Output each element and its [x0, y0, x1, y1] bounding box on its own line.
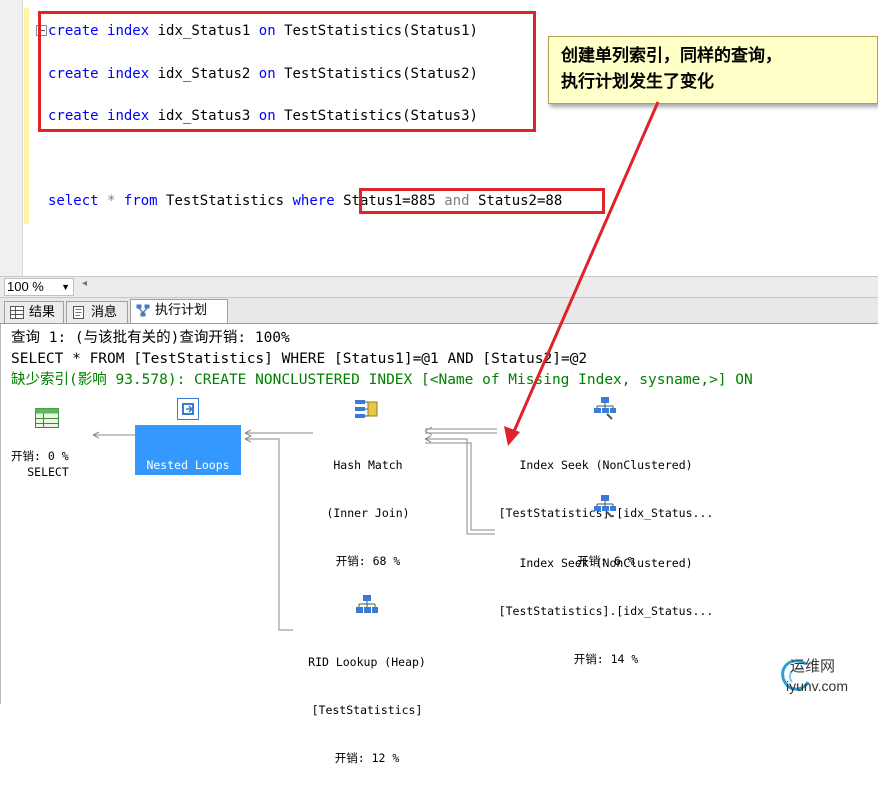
nested-loops-icon[interactable] — [177, 398, 199, 420]
node-subtitle: [TestStatistics].[idx_Status... — [498, 506, 714, 520]
where-clause-highlight — [359, 188, 605, 214]
create-index-highlight — [38, 11, 536, 132]
message-icon — [73, 306, 84, 319]
scroll-left-icon[interactable]: ◂ — [82, 278, 88, 289]
node-label: Index Seek (NonClustered) — [519, 458, 693, 472]
code-line-2: create index idx_Status2 on TestStatisti… — [48, 66, 478, 82]
node-cost: 开销: 14 % — [573, 652, 639, 666]
node-cost: 开销: 12 % — [334, 751, 400, 765]
node-cost: 开销: 0 % — [159, 554, 217, 568]
watermark-text: 运维网 — [790, 657, 836, 675]
watermark-url: iyunv.com — [786, 678, 848, 694]
node-cost: 开销: 68 % — [335, 554, 401, 568]
node-label: Hash Match — [333, 458, 403, 472]
node-label: SELECT — [27, 465, 69, 479]
grid-icon — [10, 306, 24, 319]
code-line-3: create index idx_Status3 on TestStatisti… — [48, 108, 478, 124]
annotation-arrow — [504, 101, 660, 446]
hash-match-icon[interactable] — [353, 398, 379, 420]
collapse-toggle-icon[interactable] — [36, 25, 47, 36]
index-seek-1-node[interactable]: Index Seek (NonClustered) [TestStatistic… — [481, 425, 731, 601]
rid-lookup-icon[interactable] — [355, 594, 379, 616]
zoom-bar: 100 % ▼ ◂ — [0, 276, 878, 298]
zoom-value: 100 % — [7, 279, 44, 294]
code-line-select: select * from TestStatistics where Statu… — [48, 193, 563, 209]
code-line-1: create index idx_Status1 on TestStatisti… — [48, 23, 478, 39]
node-subtitle: [TestStatistics].[idx_Status... — [498, 604, 714, 618]
node-subtitle: (Inner Join) — [326, 506, 410, 520]
callout-line-2: 执行计划发生了变化 — [561, 72, 714, 92]
index-seek-icon[interactable] — [593, 396, 617, 420]
plan-connectors — [92, 426, 497, 631]
watermark-swirl-icon — [781, 659, 810, 691]
missing-index-hint[interactable]: 缺少索引(影响 93.578): CREATE NONCLUSTERED IND… — [11, 372, 753, 388]
chevron-down-icon: ▼ — [61, 282, 70, 292]
tab-results[interactable]: 结果 — [4, 301, 64, 323]
index-seek-2-node[interactable]: Index Seek (NonClustered) [TestStatistic… — [481, 523, 731, 699]
node-label: Index Seek (NonClustered) — [519, 556, 693, 570]
select-node[interactable]: SELECT — [13, 432, 83, 512]
changed-lines-marker — [24, 8, 29, 224]
watermark-logo: 运维网 iyunv.com — [776, 652, 876, 702]
plan-icon — [136, 304, 150, 317]
tab-messages[interactable]: 消息 — [66, 301, 128, 323]
nested-loops-node[interactable]: Nested Loops (Inner Join) 开销: 0 % — [135, 425, 241, 568]
hash-match-node[interactable]: Hash Match (Inner Join) 开销: 68 % — [313, 425, 423, 601]
node-label: Nested Loops — [146, 458, 230, 472]
zoom-select[interactable]: 100 % ▼ — [4, 278, 74, 296]
select-cost: 开销: 0 % — [11, 449, 69, 463]
index-seek-icon[interactable] — [593, 494, 617, 518]
execution-plan-panel[interactable]: 查询 1: (与该批有关的)查询开销: 100% SELECT * FROM [… — [0, 324, 878, 765]
sql-statement-line: SELECT * FROM [TestStatistics] WHERE [St… — [11, 351, 588, 367]
node-subtitle: [TestStatistics] — [311, 703, 423, 717]
callout-line-1: 创建单列索引，同样的查询， — [561, 46, 782, 66]
select-table-icon[interactable] — [35, 408, 59, 428]
query-cost-line: 查询 1: (与该批有关的)查询开销: 100% — [11, 330, 290, 346]
node-cost: 开销: 6 % — [577, 554, 635, 568]
results-tab-bar: 结果 消息 执行计划 — [0, 298, 878, 324]
editor-gutter — [0, 0, 23, 276]
node-subtitle: (Inner Join) — [146, 506, 230, 520]
tab-execution-plan[interactable]: 执行计划 — [130, 299, 228, 323]
node-label: RID Lookup (Heap) — [308, 655, 426, 669]
